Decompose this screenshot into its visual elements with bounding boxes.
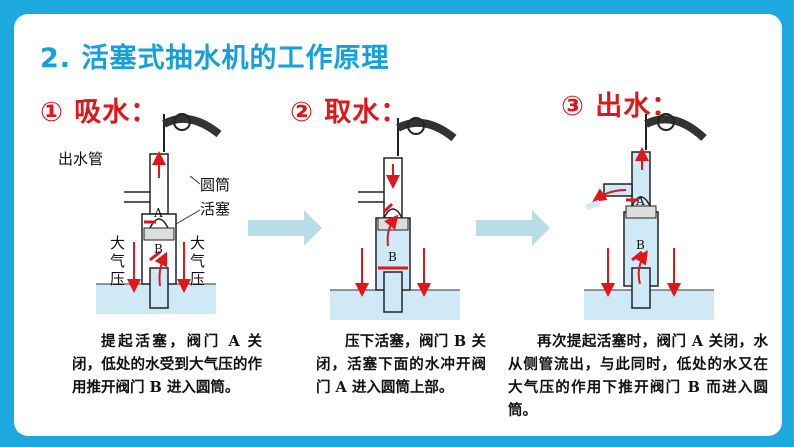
slide-panel: 2. 活塞式抽水机的工作原理 ① 吸水： ② 取水： ③ 出水： (14, 14, 782, 436)
step3-description: 再次提起活塞时，阀门 A 关闭，水从侧管流出，与此同时，低处的水又在大气压的作用… (508, 333, 768, 419)
label-valve-b-3: B (636, 238, 645, 252)
label-valve-b: B (154, 242, 163, 256)
flow-arrow-1 (248, 210, 322, 246)
step1-heading: ① 吸水： (40, 97, 159, 128)
step2-heading: ② 取水： (290, 97, 409, 128)
step1-description: 提起活塞，阀门 A 关闭，低处的水受到大气压的作用推开阀门 B 进入圆筒。 (72, 333, 262, 396)
outlet-pipe (124, 191, 150, 203)
label-valve-a-3: A (636, 194, 645, 208)
label-outlet-pipe: 出水管 (58, 150, 104, 168)
pump-diagram-outflow (584, 113, 714, 320)
intake-pipe (149, 267, 169, 309)
pump-handle (162, 114, 222, 138)
label-cylinder: 圆筒 (200, 176, 231, 194)
label-valve-a: A (154, 206, 163, 220)
label-atm-right: 大气压 (190, 234, 206, 288)
label-atm-left: 大气压 (110, 234, 126, 288)
pump-diagrams (96, 113, 714, 320)
pump-diagram-suck (96, 113, 222, 314)
label-valve-b-2: B (388, 250, 397, 264)
slide-title: 2. 活塞式抽水机的工作原理 (40, 43, 390, 74)
step2-description: 压下活塞，阀门 B 关闭，活塞下面的水冲开阀门 A 进入圆筒上部。 (316, 333, 486, 396)
pump-diagram-take (330, 117, 460, 320)
label-piston: 活塞 (200, 200, 231, 218)
piston (625, 205, 657, 219)
flow-arrow-2 (476, 210, 550, 246)
piston (143, 227, 175, 241)
